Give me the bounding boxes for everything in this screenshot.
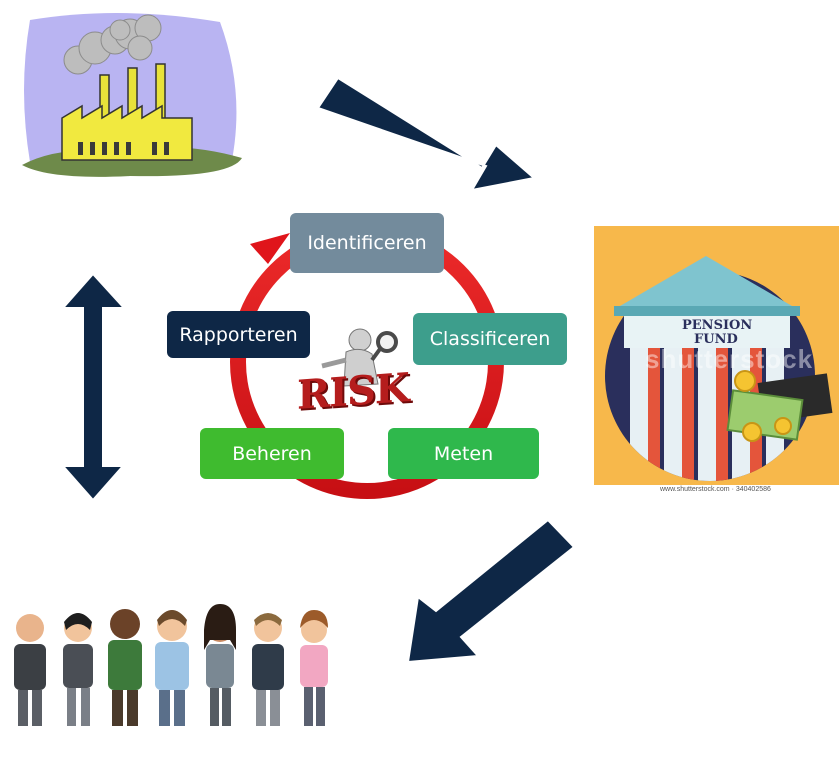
- step-classificeren: Classificeren: [413, 313, 567, 365]
- arrow-pension-to-people-icon: [406, 518, 576, 664]
- pension-sign-line2: FUND: [694, 332, 738, 347]
- cycle-arrowhead-icon: [250, 233, 290, 264]
- pension-credit: www.shutterstock.com · 340402586: [660, 486, 771, 493]
- pension-watermark: shutterstock: [645, 344, 814, 374]
- factory-ground: [22, 147, 242, 177]
- factory-sky: [24, 12, 237, 167]
- arrow-factory-to-pension-icon: [316, 76, 537, 192]
- risk-word: RISK: [297, 364, 409, 419]
- double-arrow-vertical-icon: [60, 272, 127, 502]
- step-meten: Meten: [388, 428, 539, 479]
- step-beheren: Beheren: [200, 428, 344, 479]
- pension-sign-line1: PENSION: [682, 318, 753, 333]
- step-identificeren: Identificeren: [290, 213, 444, 273]
- step-rapporteren: Rapporteren: [167, 311, 310, 358]
